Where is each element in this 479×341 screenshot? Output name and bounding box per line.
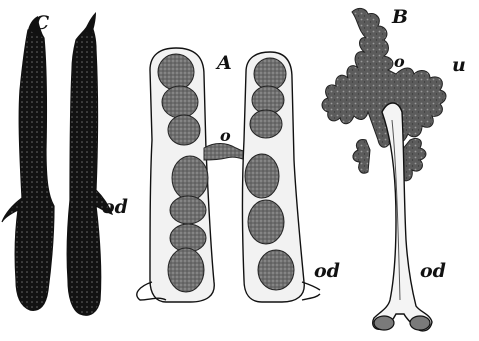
egg-cell bbox=[245, 154, 279, 198]
u-label: u bbox=[452, 56, 466, 75]
figure-c-right-tube bbox=[67, 22, 112, 315]
figure-a-bridge bbox=[204, 144, 246, 161]
figure-a bbox=[137, 48, 320, 302]
figure-b-side-lobes-left bbox=[353, 140, 370, 174]
figure-c-right-tip bbox=[84, 12, 96, 34]
figure-c bbox=[2, 12, 112, 315]
figure-b bbox=[322, 8, 446, 331]
egg-cell bbox=[254, 58, 286, 90]
egg-cell bbox=[158, 54, 194, 90]
ovary-b-label: o bbox=[394, 54, 405, 70]
oviduct-a-label: od bbox=[314, 262, 340, 281]
egg-cell bbox=[170, 196, 206, 224]
egg-cell bbox=[258, 250, 294, 290]
ovary-a-label: o bbox=[220, 128, 231, 144]
figure-a-label: A bbox=[217, 54, 232, 73]
figure-c-label: C bbox=[34, 14, 49, 33]
figure-b-foot-left bbox=[374, 316, 394, 330]
oviduct-b-label: od bbox=[420, 262, 446, 281]
figure-b-label: B bbox=[392, 8, 408, 27]
figure-c-left-tube bbox=[2, 29, 54, 310]
egg-cell bbox=[162, 86, 198, 118]
egg-cell bbox=[172, 156, 208, 200]
figure-b-branched-lobe bbox=[322, 8, 446, 147]
figure-b-foot-right bbox=[410, 316, 430, 330]
egg-cell bbox=[248, 200, 284, 244]
egg-cell bbox=[168, 115, 200, 145]
egg-cell bbox=[168, 248, 204, 292]
egg-cell bbox=[250, 110, 282, 138]
oviduct-c-label: od bbox=[102, 198, 128, 217]
